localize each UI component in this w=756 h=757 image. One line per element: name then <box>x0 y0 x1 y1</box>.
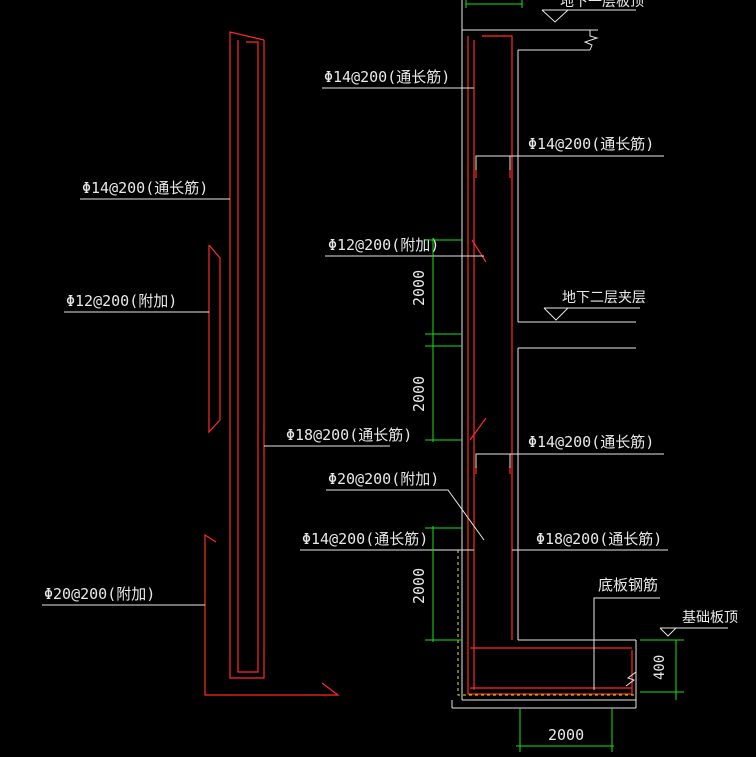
wall-inner-bar <box>482 35 513 640</box>
label-lower-right-18: Φ18@200(通长筋) <box>536 530 662 548</box>
top-level-marker <box>541 9 570 23</box>
left-label-20: Φ20@200(附加) <box>44 585 155 603</box>
label-add-20: Φ20@200(附加) <box>328 470 439 488</box>
leader-add-20 <box>326 489 485 541</box>
dim-bottom-label: 2000 <box>548 726 584 744</box>
left-label-12: Φ12@200(附加) <box>66 292 177 310</box>
label-top-14: Φ14@200(通长筋) <box>324 68 450 86</box>
dim-lower-label: 2000 <box>410 568 428 604</box>
left-outer-bar <box>229 31 265 679</box>
label-upper-right-14: Φ14@200(通长筋) <box>528 135 654 153</box>
left-label-18: Φ18@200(通长筋) <box>286 426 412 444</box>
dim-upper-label: 2000 <box>410 270 428 306</box>
left-inner-bar <box>237 40 259 673</box>
left-add-bar-20 <box>204 533 340 696</box>
label-lower-left-14: Φ14@200(通长筋) <box>302 530 428 548</box>
label-add-12: Φ12@200(附加) <box>328 236 439 254</box>
foundation-hidden-line <box>457 550 636 696</box>
add-bar-12-top <box>471 239 487 263</box>
mezzanine-level-label: 地下二层夹层 <box>562 290 646 306</box>
label-base-rebar: 底板钢筋 <box>598 576 658 594</box>
left-label-14: Φ14@200(通长筋) <box>82 179 208 197</box>
thickness-label: 400 <box>652 655 668 680</box>
mezzanine-level-marker <box>543 307 570 321</box>
left-rebar-detail: Φ14@200(通长筋) Φ12@200(附加) Φ18@200(通长筋) Φ2… <box>42 31 412 696</box>
wall-section: 地下一层板顶 地下二层夹层 基础板顶 <box>300 0 738 709</box>
dimension-lines: 2000 2000 2000 2000 <box>410 0 614 752</box>
foundation-top-label: 基础板顶 <box>682 609 738 626</box>
thickness-break-mark <box>625 671 637 687</box>
leader-base-rebar <box>593 597 660 690</box>
top-slab-break <box>583 30 599 51</box>
top-level-label: 地下一层板顶 <box>560 0 644 10</box>
foundation-top-marker <box>659 627 678 637</box>
label-mid-right-14: Φ14@200(通长筋) <box>528 433 654 451</box>
leader-mid-right-14 <box>475 453 664 468</box>
add-bar-12-bottom <box>469 417 487 441</box>
left-add-bar-12 <box>208 244 221 434</box>
wall-outer-bar <box>467 36 633 695</box>
leader-upper-right-14 <box>475 155 664 170</box>
dim-middle-label: 2000 <box>410 376 428 412</box>
